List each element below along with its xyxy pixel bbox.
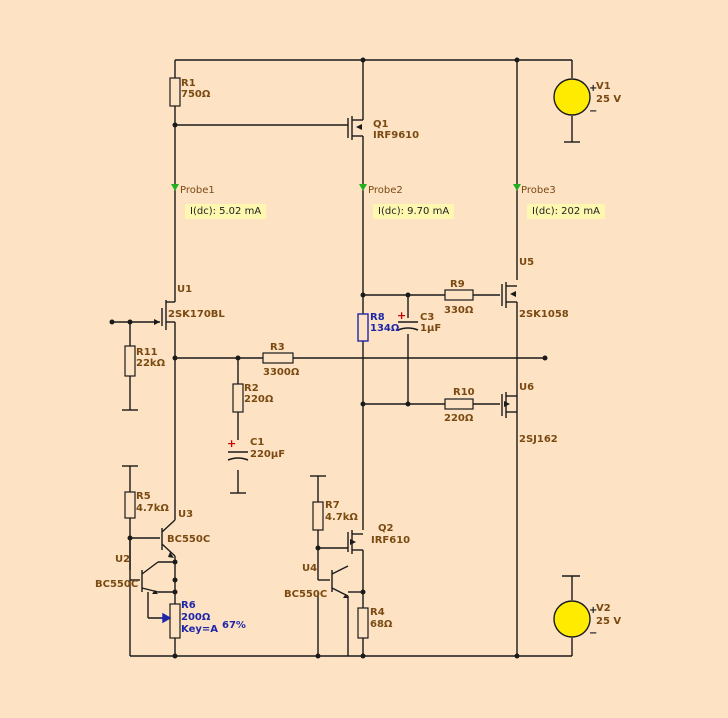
probe1-readout: I(dc): 5.02 mA bbox=[185, 204, 267, 219]
label-r8-value: 134Ω bbox=[370, 323, 400, 334]
voltage-source-v2 bbox=[553, 600, 591, 638]
label-r8-ref: R8 bbox=[370, 312, 385, 323]
v2-polarity-plus: + bbox=[589, 605, 597, 616]
label-q2-ref: Q2 bbox=[378, 523, 394, 534]
label-q1-ref: Q1 bbox=[373, 119, 389, 130]
label-r1-value: 750Ω bbox=[181, 89, 211, 100]
label-r1-ref: R1 bbox=[181, 78, 196, 89]
label-v2-value: 25 V bbox=[596, 616, 622, 627]
label-r6-ref: R6 bbox=[181, 600, 196, 611]
label-u6-ref: U6 bbox=[519, 382, 535, 393]
label-r6-wiper: 67% bbox=[222, 620, 246, 631]
label-v1-ref: V1 bbox=[596, 81, 611, 92]
v1-polarity-minus: − bbox=[589, 106, 597, 117]
resistor-r2 bbox=[232, 383, 244, 413]
probe2-readout: I(dc): 9.70 mA bbox=[373, 204, 455, 219]
resistor-r3 bbox=[262, 352, 294, 364]
resistor-r6 bbox=[169, 603, 181, 639]
resistor-r1 bbox=[169, 77, 181, 107]
label-r5-value: 4.7kΩ bbox=[136, 503, 169, 514]
label-u3-ref: U3 bbox=[178, 509, 194, 520]
label-q1-part: IRF9610 bbox=[373, 130, 420, 141]
resistor-r11 bbox=[124, 345, 136, 377]
probe1-arrow-icon bbox=[171, 184, 179, 191]
probe3-name: Probe3 bbox=[521, 185, 556, 196]
label-v1-value: 25 V bbox=[596, 94, 622, 105]
probe3-readout: I(dc): 202 mA bbox=[527, 204, 605, 219]
v1-polarity-plus: + bbox=[589, 83, 597, 94]
label-u3-part: BC550C bbox=[167, 534, 211, 545]
label-q2-part: IRF610 bbox=[371, 535, 411, 546]
resistor-r9 bbox=[444, 289, 474, 301]
label-c3-value: 1µF bbox=[420, 323, 442, 334]
label-u1-ref: U1 bbox=[177, 284, 193, 295]
label-r6-value: 200Ω bbox=[181, 612, 211, 623]
label-r2-value: 220Ω bbox=[244, 394, 274, 405]
probe2-name: Probe2 bbox=[368, 185, 403, 196]
label-r9-ref: R9 bbox=[450, 279, 465, 290]
label-u4-ref: U4 bbox=[302, 563, 318, 574]
probe1-name: Probe1 bbox=[180, 185, 215, 196]
label-r10-value: 220Ω bbox=[444, 413, 474, 424]
label-c1-ref: C1 bbox=[250, 437, 265, 448]
label-r9-value: 330Ω bbox=[444, 305, 474, 316]
resistor-r10 bbox=[444, 398, 474, 410]
c3-polarity-plus: + bbox=[397, 309, 406, 322]
label-u5-part: 2SK1058 bbox=[519, 309, 569, 320]
label-u1-part: 2SK170BL bbox=[168, 309, 225, 320]
label-r11-value: 22kΩ bbox=[136, 358, 166, 369]
label-r5-ref: R5 bbox=[136, 491, 151, 502]
voltage-source-v1 bbox=[553, 78, 591, 116]
resistor-r5 bbox=[124, 491, 136, 519]
label-r3-value: 3300Ω bbox=[263, 367, 300, 378]
label-r11-ref: R11 bbox=[136, 347, 158, 358]
label-r3-ref: R3 bbox=[270, 342, 285, 353]
c1-polarity-plus: + bbox=[227, 437, 236, 450]
label-r2-ref: R2 bbox=[244, 383, 259, 394]
label-u5-ref: U5 bbox=[519, 257, 535, 268]
label-r7-value: 4.7kΩ bbox=[325, 512, 358, 523]
resistor-r7 bbox=[312, 501, 324, 531]
label-u6-part: 2SJ162 bbox=[519, 434, 558, 445]
probe2-arrow-icon bbox=[359, 184, 367, 191]
label-u2-ref: U2 bbox=[115, 554, 131, 565]
v2-polarity-minus: − bbox=[589, 628, 597, 639]
label-u4-part: BC550C bbox=[284, 589, 328, 600]
label-c1-value: 220µF bbox=[250, 449, 286, 460]
label-c3-ref: C3 bbox=[420, 312, 435, 323]
resistor-r4 bbox=[357, 607, 369, 639]
label-r10-ref: R10 bbox=[453, 387, 475, 398]
label-r4-ref: R4 bbox=[370, 607, 385, 618]
label-u2-part: BC550C bbox=[95, 579, 139, 590]
label-r4-value: 68Ω bbox=[370, 619, 393, 630]
probe3-arrow-icon bbox=[513, 184, 521, 191]
resistor-r8 bbox=[357, 313, 369, 342]
label-r7-ref: R7 bbox=[325, 500, 340, 511]
label-v2-ref: V2 bbox=[596, 603, 611, 614]
label-r6-key: Key=A bbox=[181, 624, 218, 635]
